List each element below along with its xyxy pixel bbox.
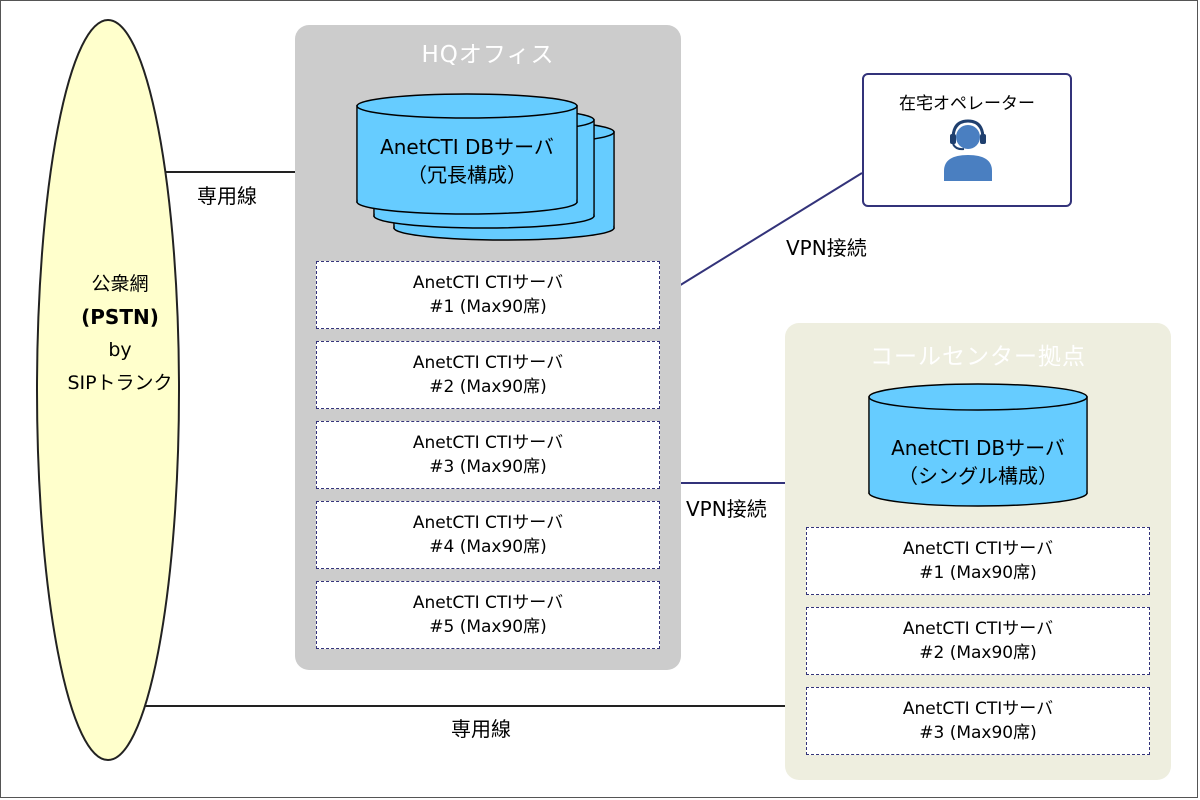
operator-headset-icon [944,119,992,181]
operator-vpn-label: VPN接続 [786,236,867,260]
hq-office-panel: HQオフィス AnetCTI DBサーバ （冗長構成） AnetCTI CTIサ… [295,25,681,670]
home-operator-box: 在宅オペレーター [862,73,1072,207]
hq-cti-server-detail: #3 (Max90席) [429,457,547,477]
home-operator-label: 在宅オペレーター [899,94,1035,114]
pstn-label: 公衆網 (PSTN) by SIPトランク [40,268,200,400]
pstn-acronym: (PSTN) [81,305,159,329]
hq-office-title: HQオフィス [421,42,555,68]
hq-db-cylinder-front [356,93,578,215]
hq-cti-server-detail: #1 (Max90席) [429,297,547,317]
hq-cti-server-detail: #4 (Max90席) [429,537,547,557]
pstn-by: by [108,339,132,361]
callcenter-cti-server-detail: #1 (Max90席) [919,563,1037,583]
hq-db-server-stack [356,93,615,241]
callcenter-cti-server-detail: #3 (Max90席) [919,723,1037,743]
hq-cti-server-5: AnetCTI CTIサーバ #5 (Max90席) [316,581,660,649]
hq-cti-server-detail: #2 (Max90席) [429,377,547,397]
callcenter-title: コールセンター拠点 [870,344,1086,370]
callcenter-cti-server-name: AnetCTI CTIサーバ [902,539,1054,559]
pstn-title: 公衆網 [91,273,149,295]
callcenter-cti-server-name: AnetCTI CTIサーバ [902,619,1054,639]
pstn-callcenter-line-label: 専用線 [451,717,511,741]
callcenter-db-server-config: （シングル構成） [898,464,1058,488]
callcenter-db-server [868,383,1088,507]
callcenter-cti-server-3: AnetCTI CTIサーバ #3 (Max90席) [806,687,1150,755]
hq-cti-server-1: AnetCTI CTIサーバ #1 (Max90席) [316,261,660,329]
callcenter-db-server-label: AnetCTI DBサーバ （シングル構成） [867,434,1089,490]
hq-cti-server-detail: #5 (Max90席) [429,617,547,637]
hq-cti-server-4: AnetCTI CTIサーバ #4 (Max90席) [316,501,660,569]
callcenter-db-server-name: AnetCTI DBサーバ [891,436,1065,460]
operator-vpn-line [660,172,863,298]
callcenter-panel: コールセンター拠点 AnetCTI DBサーバ （シングル構成） AnetCTI… [785,323,1171,780]
callcenter-db-cylinder [868,383,1088,507]
hq-cti-server-name: AnetCTI CTIサーバ [412,273,564,293]
callcenter-cti-server-name: AnetCTI CTIサーバ [902,699,1054,719]
hq-cti-server-name: AnetCTI CTIサーバ [412,593,564,613]
hq-cti-server-name: AnetCTI CTIサーバ [412,353,564,373]
hq-db-server-config: （冗長構成） [407,163,527,187]
pstn-ellipse [36,19,180,761]
hq-cti-server-name: AnetCTI CTIサーバ [412,513,564,533]
hq-db-server-label: AnetCTI DBサーバ （冗長構成） [357,133,577,189]
hq-cti-server-name: AnetCTI CTIサーバ [412,433,564,453]
callcenter-cti-server-detail: #2 (Max90席) [919,643,1037,663]
hq-callcenter-vpn-label: VPN接続 [686,497,767,521]
callcenter-cti-server-1: AnetCTI CTIサーバ #1 (Max90席) [806,527,1150,595]
callcenter-cti-server-2: AnetCTI CTIサーバ #2 (Max90席) [806,607,1150,675]
pstn-sip-trunk: SIPトランク [67,372,173,394]
hq-db-server-name: AnetCTI DBサーバ [380,135,554,159]
hq-cti-server-3: AnetCTI CTIサーバ #3 (Max90席) [316,421,660,489]
hq-cti-server-2: AnetCTI CTIサーバ #2 (Max90席) [316,341,660,409]
pstn-hq-line-label: 専用線 [197,184,257,208]
